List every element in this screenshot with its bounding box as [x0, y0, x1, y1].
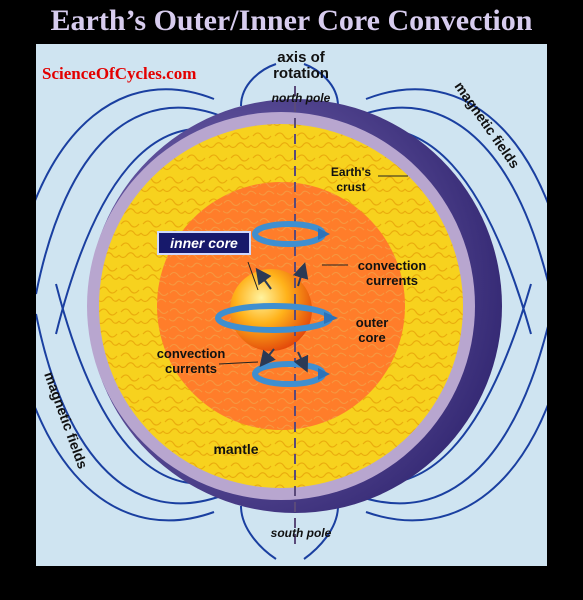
diagram-title: Earth’s Outer/Inner Core Convection [50, 4, 533, 37]
diagram-panel: axis of rotation north pole south pole m… [36, 44, 547, 566]
axis-label-line2: rotation [273, 65, 329, 82]
convection-currents-right-line2: currents [366, 273, 418, 288]
north-pole-label: north pole [272, 91, 331, 105]
watermark: ScienceOfCycles.com [42, 64, 197, 83]
axis-label-line1: axis of [277, 49, 326, 66]
magnetic-fields-label-top: magnetic fields [452, 79, 524, 172]
magnetic-fields-label-left: magnetic fields [41, 370, 91, 471]
outer-core-label-line1: outer [356, 315, 389, 330]
earth-core-diagram: axis of rotation north pole south pole m… [36, 49, 547, 560]
convection-currents-left-line1: convection [157, 346, 226, 361]
convection-currents-right-line1: convection [358, 258, 427, 273]
leader-lines [218, 175, 408, 365]
mantle-label: mantle [213, 441, 258, 457]
outer-core-label-line2: core [358, 330, 385, 345]
ring-arrowheads [318, 228, 338, 380]
earths-crust-label-line2: crust [336, 180, 365, 194]
inner-core-label: inner core [170, 235, 238, 251]
inner-core-callout: inner core [157, 231, 251, 255]
earths-crust-label-line1: Earth's [331, 165, 372, 179]
south-pole-label: south pole [271, 526, 332, 540]
convection-currents-left-line2: currents [165, 361, 217, 376]
flow-arrows [255, 262, 309, 373]
